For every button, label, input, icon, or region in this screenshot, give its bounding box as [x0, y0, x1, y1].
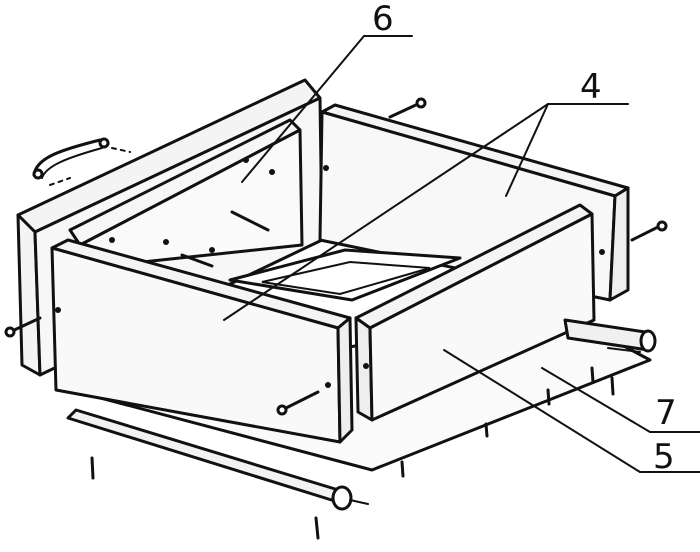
leader-lines	[223, 35, 700, 473]
screw	[230, 210, 270, 232]
callout-6: 6	[372, 0, 394, 39]
callout-4: 4	[580, 67, 602, 107]
screws	[4, 97, 668, 416]
guide-rail	[563, 318, 657, 353]
side-panel-right-front	[354, 203, 596, 422]
callout-labels: 6 4 7 5	[372, 0, 677, 477]
screw	[4, 316, 42, 338]
callout-5: 5	[653, 437, 675, 477]
screw	[276, 390, 320, 416]
side-panel-front-left	[50, 238, 354, 444]
roller-bar	[66, 408, 369, 511]
drawer-handle	[32, 137, 131, 186]
screw	[630, 220, 668, 242]
screw	[388, 97, 427, 119]
screw	[180, 253, 214, 268]
callout-7: 7	[655, 393, 677, 433]
fastener-marks	[55, 157, 615, 540]
inner-cavity	[228, 248, 462, 302]
